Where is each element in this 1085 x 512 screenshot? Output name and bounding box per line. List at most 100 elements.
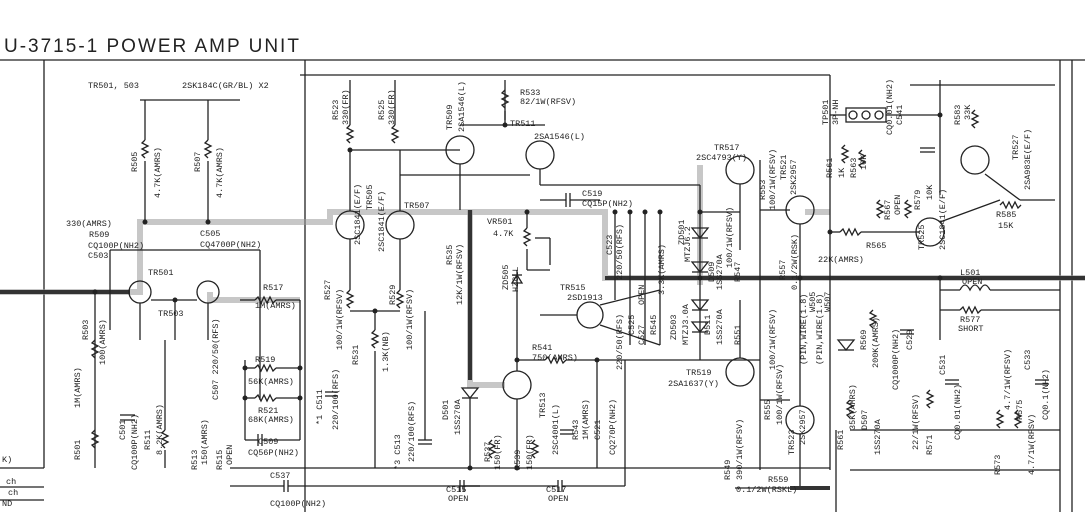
edge-label-nd: ND	[2, 499, 12, 509]
r539-symbol	[530, 439, 540, 459]
r523-symbol	[345, 124, 355, 144]
label-r535-value: 12K/1W(RFSV)	[455, 244, 465, 305]
r577-symbol	[959, 305, 982, 315]
label-tr507: TR507	[404, 201, 430, 211]
label-tr519: TR519	[686, 368, 712, 378]
label-c541: C541	[895, 105, 905, 125]
r525-symbol	[390, 124, 400, 144]
label-c529: C529	[905, 330, 915, 350]
r585-symbol	[999, 200, 1022, 210]
label-r565-value: 22K(AMRS)	[818, 255, 864, 265]
label-r575-value: 4.7/1W(RFSV)	[1027, 414, 1037, 475]
edge-label-ch: ch	[6, 477, 16, 487]
tr513-symbol	[502, 370, 532, 400]
label-c505-value: CQ4700P(NH2)	[200, 240, 261, 250]
r571-symbol	[925, 389, 935, 409]
label-r509: R509	[89, 230, 109, 240]
label-c523: C523	[605, 235, 615, 255]
label-r561-value: 1K	[837, 167, 847, 178]
label-r543-value: 1M(AMRS)	[581, 399, 591, 440]
label-c527: C527	[637, 325, 647, 345]
label-tr507-value: 2SC1841(E/F)	[377, 191, 387, 252]
label-r515-value: OPEN	[225, 445, 235, 465]
label-r547-value: 100/1W(RFSV)	[725, 207, 735, 268]
label-zd505-value: HZ8LL	[511, 266, 521, 292]
label-zd501: ZD501	[677, 219, 687, 245]
label-tp501-value: 3P-NH	[831, 99, 841, 125]
label-tr527-value: 2SA983E(E/F)	[1023, 129, 1033, 190]
r529-symbol	[395, 289, 405, 309]
r561b-symbol	[845, 399, 855, 419]
label-r521: R521	[258, 406, 278, 416]
label-r503-value: 100(AMRS)	[98, 319, 108, 365]
label-tr517-value: 2SC4793(Y)	[696, 153, 747, 163]
label-r567-value: OPEN	[893, 195, 903, 215]
tr507-symbol	[385, 210, 415, 240]
label-r503: R503	[81, 320, 91, 340]
label-r519-value: 56K(AMRS)	[248, 377, 294, 387]
label-c511-value: 220/100(RFS)	[331, 369, 341, 430]
label-r545-value: 3.3K(AMRS)	[657, 244, 667, 295]
r541-symbol	[544, 355, 567, 365]
r533-symbol	[500, 89, 510, 109]
r521-symbol	[254, 393, 277, 403]
r573-symbol	[995, 409, 1005, 429]
vertical-labels: R505 4.7K(AMRS) R507 4.7K(AMRS) R503 100…	[73, 79, 1051, 480]
label-r531: R531	[351, 345, 361, 365]
label-tr521: TR521	[779, 154, 789, 180]
label-r523: R523	[331, 100, 341, 120]
label-tr515: TR515	[560, 283, 586, 293]
label-r511-value: 8.2K(AMRS)	[155, 404, 165, 455]
label-r533-value: 82/1W(RFSV)	[520, 97, 576, 107]
label-c507: C507 220/50(RFS)	[211, 318, 221, 400]
label-r507: R507	[193, 152, 203, 172]
edge-label-k: K)	[2, 455, 12, 465]
label-r567: R567	[883, 200, 893, 220]
label-r501-value: 1M(AMRS)	[73, 367, 83, 408]
r531-symbol	[370, 329, 380, 349]
r567-symbol	[875, 199, 885, 219]
tr527-symbol	[960, 145, 990, 175]
label-r553: R553	[758, 180, 768, 200]
label-r519: R519	[255, 355, 275, 365]
tr519-symbol	[725, 357, 755, 387]
label-r559: R559	[768, 475, 788, 485]
label-r577: R577	[960, 315, 980, 325]
label-tr511-value: 2SA1546(L)	[534, 132, 585, 142]
label-vr501: VR501	[487, 217, 513, 227]
label-r547: R547	[733, 262, 743, 282]
label-r553-value: 100/1W(RFSV)	[768, 149, 778, 210]
tr515-symbol	[576, 301, 604, 329]
label-r517-value: 1M(AMRS)	[255, 301, 296, 311]
label-r569: R569	[859, 330, 869, 350]
label-r555-value: 100/1W(RFSV)	[775, 364, 785, 425]
label-d509: D509	[707, 262, 717, 282]
label-r561b-value: 35K(AMRS)	[848, 384, 858, 430]
label-r573-value: 4.7/1W(RFSV)	[1003, 349, 1013, 410]
label-tp501: TP501	[821, 99, 831, 125]
label-r539-value: 150(FR)	[525, 434, 535, 470]
d507-symbol	[836, 339, 856, 352]
label-c525: C525	[627, 315, 637, 335]
label-r549: R549	[723, 460, 733, 480]
label-c503-value: CQ100P(NH2)	[88, 241, 144, 251]
label-r551-value: 100/1W(RFSV)	[768, 309, 778, 370]
label-r555: R555	[763, 400, 773, 420]
r507-symbol	[203, 139, 213, 159]
label-r545: R545	[649, 315, 659, 335]
r561-symbol	[840, 144, 850, 164]
label-r525: R525	[377, 100, 387, 120]
r505-symbol	[140, 139, 150, 159]
label-c531-value: CQ0.01(NH2)	[953, 384, 963, 440]
label-c509: C509	[258, 437, 278, 447]
label-tr501: TR501	[148, 268, 174, 278]
label-c501: C501	[118, 420, 128, 440]
label-c515-value: OPEN	[448, 494, 468, 504]
label-c513-value: 220/100(RFS)	[407, 401, 417, 462]
label-w507: (PIN,WIRE(1.8)	[815, 294, 825, 365]
r527-symbol	[345, 289, 355, 309]
label-r537-value: 150(FR)	[493, 434, 503, 470]
label-tr513: TR513	[538, 392, 548, 418]
label-d511-value: 1SS270A	[715, 308, 725, 345]
vr501-symbol	[522, 227, 532, 247]
